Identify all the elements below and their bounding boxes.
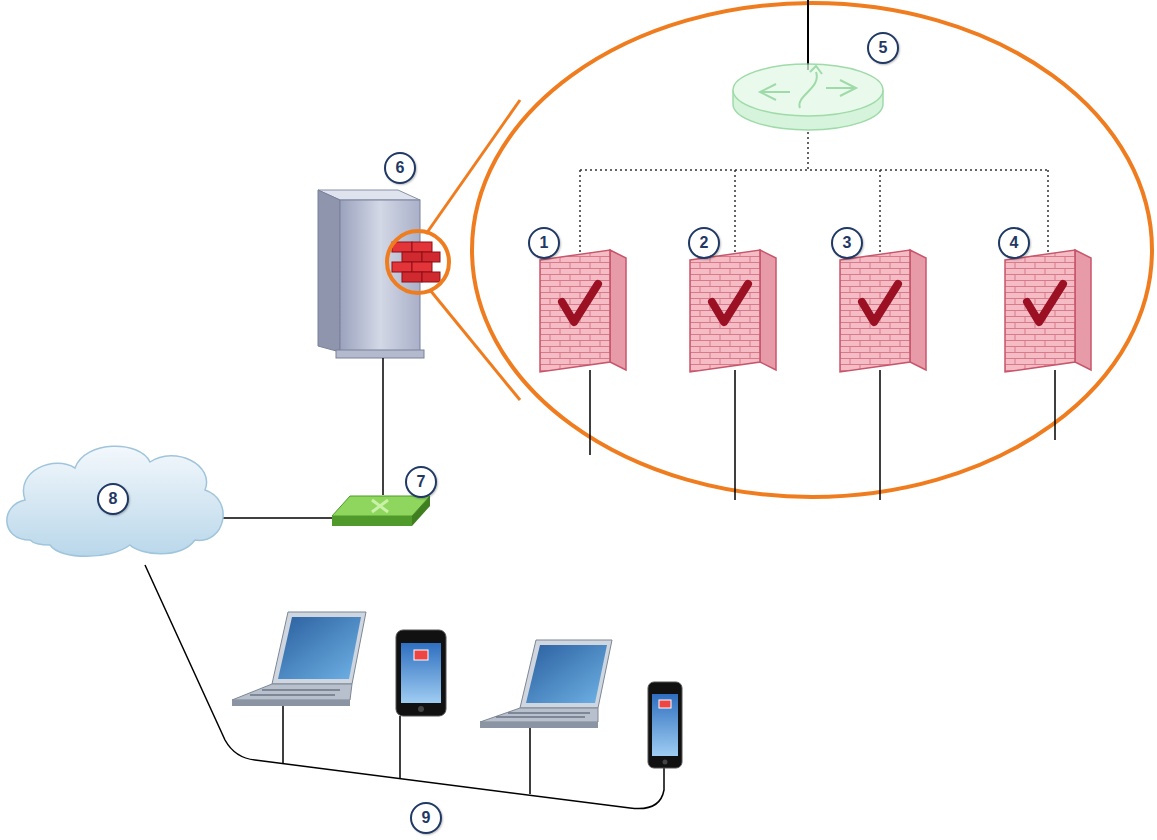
uplink-wire: [807, 0, 809, 70]
server-chassis: [318, 190, 424, 358]
zoom-outline: [472, 3, 1152, 497]
client-bus: [145, 565, 664, 809]
callout-number: 8: [97, 483, 129, 515]
callout-number: 2: [688, 227, 720, 259]
virtual-link: [580, 132, 1048, 268]
callout-number: 1: [528, 227, 560, 259]
callout-number: 4: [998, 227, 1030, 259]
phone-icon: [648, 682, 682, 768]
router-symbol: [733, 64, 883, 130]
switch-icon: [332, 496, 430, 526]
phone-icon: [396, 630, 446, 716]
callout-number: 6: [384, 152, 416, 184]
callout-number: 9: [410, 802, 442, 834]
internet-cloud: [7, 446, 223, 556]
callout-number: 3: [831, 227, 863, 259]
callout-number: 7: [405, 466, 437, 498]
laptop-icon: [232, 612, 366, 706]
firewall-icon: [540, 250, 626, 372]
server-firewall: [392, 242, 440, 282]
zoom-leader: [426, 100, 520, 234]
cloud-wire: [214, 517, 335, 519]
firewall-wire: [590, 370, 1055, 500]
laptop-icon: [480, 640, 612, 728]
firewall-icon: [690, 250, 776, 372]
firewall-icon: [840, 250, 926, 372]
zoom-marker: [387, 231, 449, 293]
zoom-leader: [430, 290, 520, 400]
server-wire: [382, 358, 384, 495]
callout-number: 5: [867, 32, 899, 64]
firewall-icon: [1005, 250, 1091, 372]
